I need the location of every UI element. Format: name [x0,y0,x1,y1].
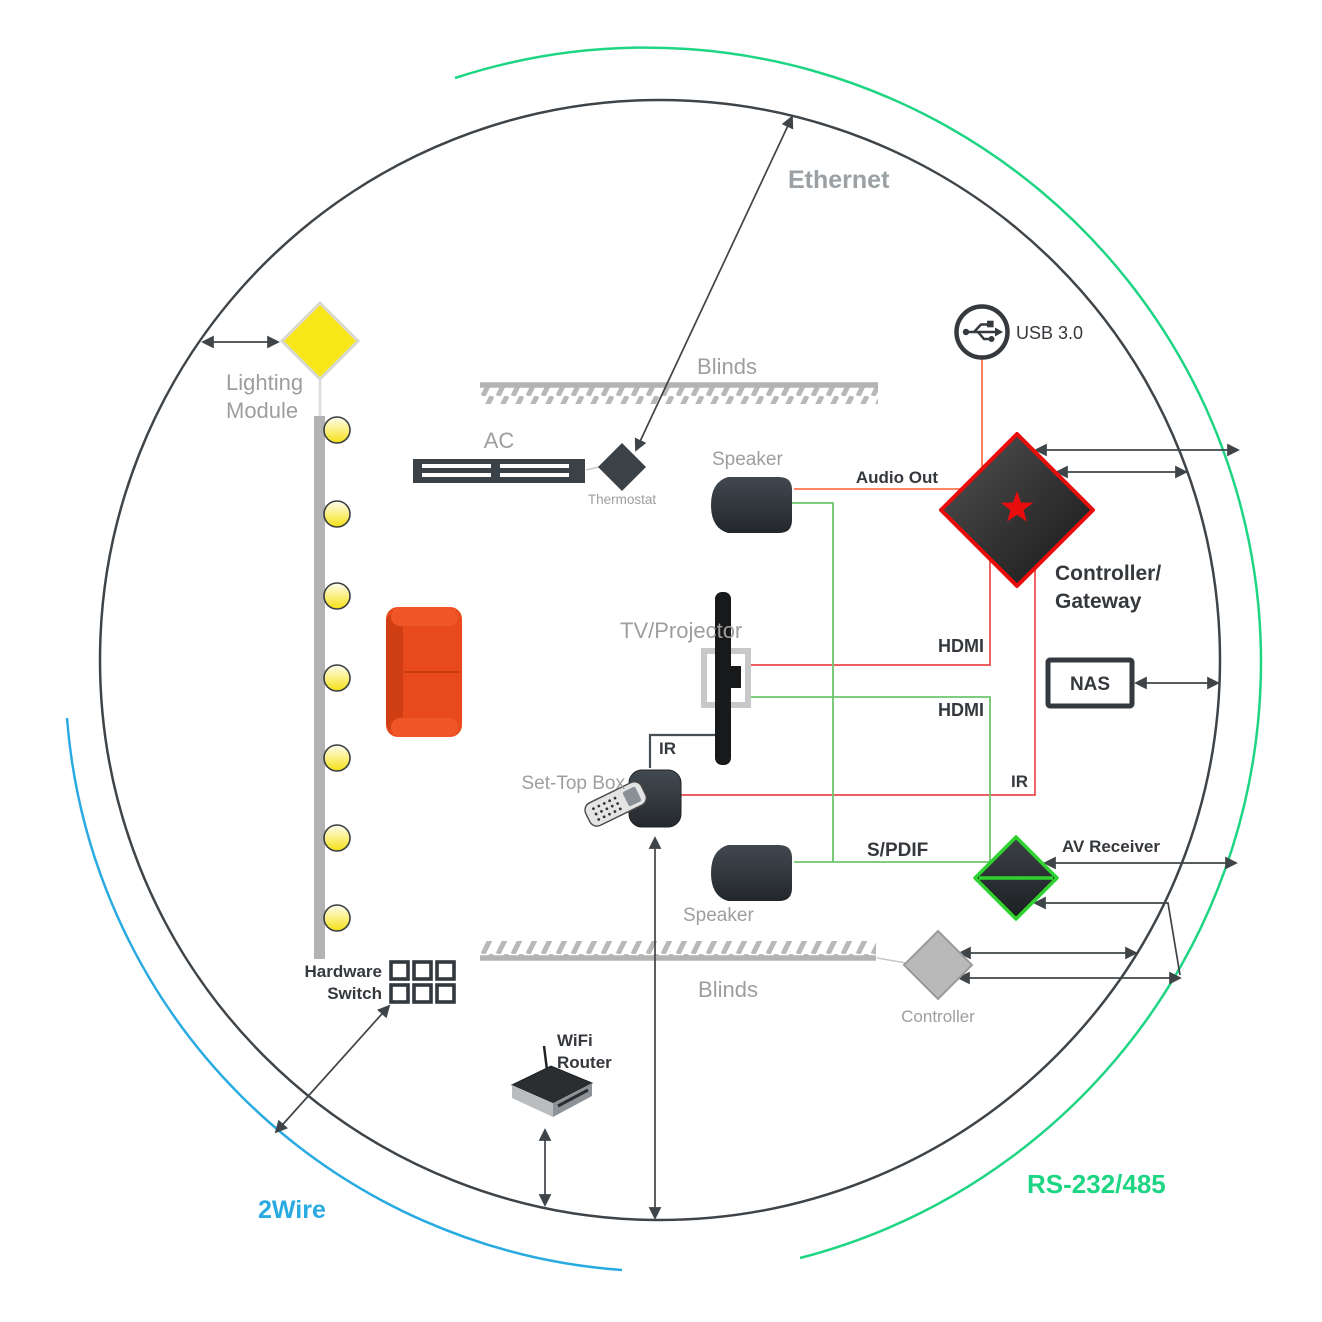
ac-thermostat-connector [585,466,600,471]
wifi-router-label-1: WiFi [557,1031,593,1050]
hdmi-gateway-label: HDMI [938,636,984,656]
blinds-top-label: Blinds [697,354,757,379]
wifi-router-label-2: Router [557,1053,612,1072]
blinds-bottom-hatch [480,941,876,958]
hdmi-red-wire [746,559,991,666]
gateway-label-1: Controller/ [1055,562,1161,585]
nas-label: NAS [1070,674,1110,695]
bulb-icon [323,582,351,610]
bulb-icon [323,664,351,692]
bulb-icon [323,500,351,528]
hardware-switch-label-2: Switch [327,984,382,1003]
tv-projector-label: TV/Projector [620,618,742,643]
ac-label: AC [484,428,515,453]
blinds-bottom-label: Blinds [698,977,758,1002]
blinds-top [480,382,878,404]
tv-projector-node [701,592,751,765]
ac-unit-icon [413,459,585,483]
ir-tv-label: IR [659,739,676,758]
ethernet-label: Ethernet [788,166,890,194]
speaker-bottom-node [711,845,792,901]
ir-gray-wire [648,733,715,768]
thermostat-label: Thermostat [588,492,657,507]
audio-out-label: Audio Out [856,468,938,487]
bulb-icon [323,416,351,444]
remote-control-icon [584,781,647,827]
nas-node [1045,657,1135,709]
av-receiver-node [973,835,1059,921]
lighting-module-label-1: Lighting [226,370,303,395]
sofa-icon [386,607,462,737]
star-icon [1000,491,1034,522]
blinds-bottom [480,941,876,961]
speaker-green-wire [792,502,834,862]
speaker-top-node [711,477,792,533]
blinds-top-hatch [480,387,878,404]
blinds-controller-connector [876,957,907,964]
av-receiver-link-line [1033,896,1181,976]
lighting-module-node [279,300,361,382]
thermostat-ethernet-arrow [634,115,794,452]
bulb-icon [323,744,351,772]
rs232-485-arc [454,46,1263,1260]
two-wire-arc [65,717,623,1272]
hardware-switch-2wire-arrow [274,1004,391,1134]
bulb-icon [323,904,351,932]
usb-icon [954,304,1010,360]
blind-controller-label: Controller [901,1007,975,1026]
tv-panel [715,592,731,765]
spdif-label: S/PDIF [867,840,928,861]
tv-mount-arm [729,666,741,688]
spdif-wire [794,861,1001,869]
hardware-switch-node [389,960,456,1004]
lighting-module-label-2: Module [226,398,298,423]
blind-controller-node [902,929,974,1001]
ethernet-ring [98,98,1222,1222]
lighting-rail [314,416,325,959]
hdmi-green-wire [746,696,991,861]
ir-gateway-label: IR [1011,772,1028,791]
thermostat-node [598,443,646,491]
hardware-switch-label-1: Hardware [305,962,382,981]
set-top-box-label: Set-Top Box [522,773,626,794]
hdmi-av-label: HDMI [938,700,984,720]
ir-red-wire [681,568,1036,796]
gateway-label-2: Gateway [1055,590,1142,613]
rs232-label: RS-232/485 [1027,1169,1166,1199]
av-receiver-label: AV Receiver [1062,837,1160,856]
speaker-bottom-label: Speaker [683,905,754,926]
light-bulbs [323,416,351,932]
bulb-icon [323,824,351,852]
usb-label: USB 3.0 [1016,323,1083,343]
two-wire-label: 2Wire [258,1196,326,1224]
speaker-top-label: Speaker [712,449,783,470]
wifi-router-icon [510,1045,594,1117]
